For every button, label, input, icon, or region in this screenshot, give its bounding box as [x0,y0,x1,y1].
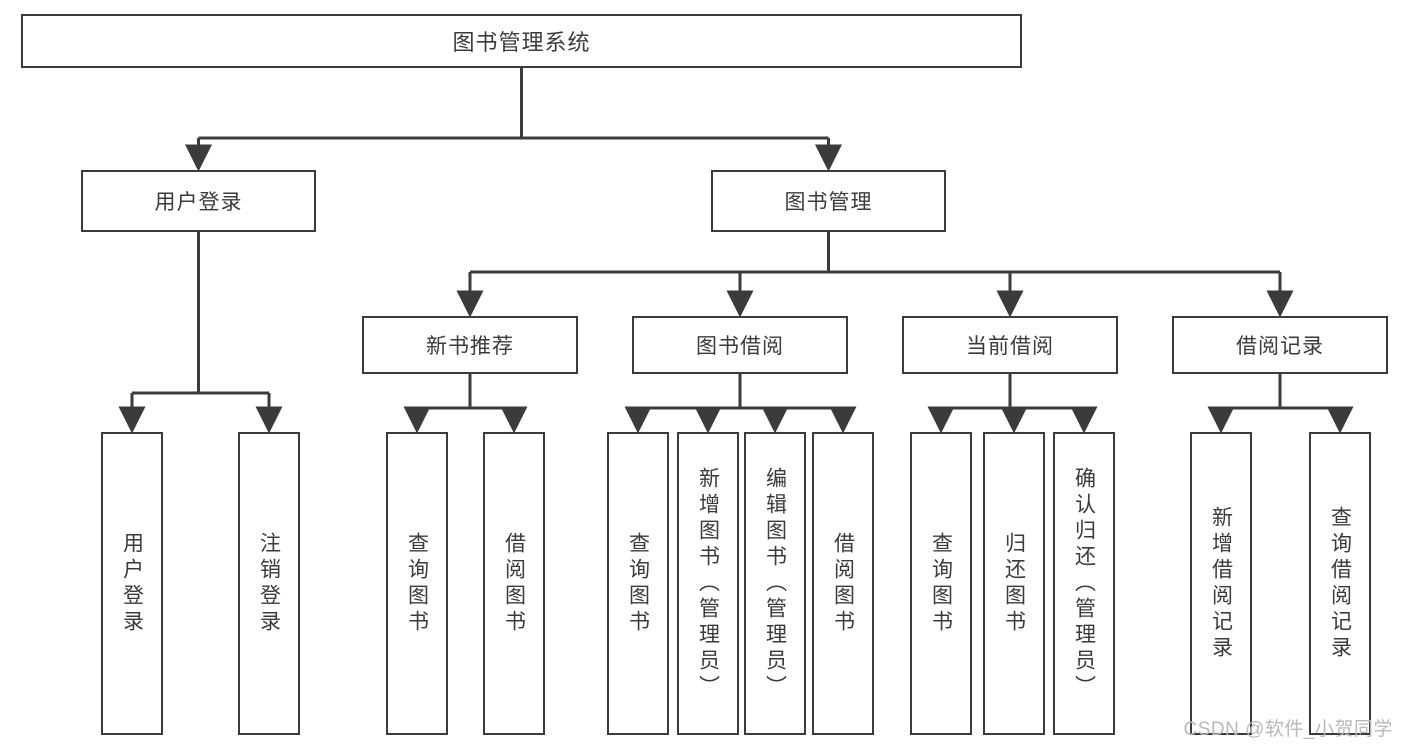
node-leaf-add-book-label: 新增图书（管理员） [696,466,720,701]
node-leaf-query-book-3[interactable]: 查询图书 [910,432,972,735]
node-leaf-confirm-return[interactable]: 确认归还（管理员） [1053,432,1115,735]
node-leaf-query-book-2[interactable]: 查询图书 [607,432,669,735]
node-leaf-query-record[interactable]: 查询借阅记录 [1309,432,1371,735]
node-root[interactable]: 图书管理系统 [21,14,1022,68]
node-new-book-recommend-label: 新书推荐 [426,335,514,358]
node-leaf-edit-book[interactable]: 编辑图书（管理员） [744,432,806,735]
node-leaf-confirm-return-label: 确认归还（管理员） [1072,466,1096,701]
node-leaf-edit-book-label: 编辑图书（管理员） [763,466,787,701]
node-leaf-add-record[interactable]: 新增借阅记录 [1190,432,1252,735]
node-book-borrow[interactable]: 图书借阅 [632,316,848,374]
node-leaf-borrow-book-1[interactable]: 借阅图书 [483,432,545,735]
node-leaf-borrow-book-2-label: 借阅图书 [831,531,855,636]
node-leaf-add-book[interactable]: 新增图书（管理员） [677,432,739,735]
node-leaf-user-login-label: 用户登录 [120,531,144,636]
node-leaf-query-record-label: 查询借阅记录 [1328,505,1352,662]
node-leaf-user-logout-label: 注销登录 [257,531,281,636]
node-root-label: 图书管理系统 [452,30,591,55]
node-leaf-user-login[interactable]: 用户登录 [101,432,163,735]
node-leaf-query-book-1[interactable]: 查询图书 [386,432,448,735]
node-leaf-return-book-label: 归还图书 [1002,531,1026,636]
node-leaf-return-book[interactable]: 归还图书 [983,432,1045,735]
node-leaf-user-logout[interactable]: 注销登录 [238,432,300,735]
node-book-manage-label: 图书管理 [784,191,873,214]
node-current-borrow[interactable]: 当前借阅 [902,316,1118,374]
node-leaf-borrow-book-1-label: 借阅图书 [502,531,526,636]
node-user-login-label: 用户登录 [154,191,243,214]
node-leaf-borrow-book-2[interactable]: 借阅图书 [812,432,874,735]
node-book-borrow-label: 图书借阅 [696,335,784,358]
node-current-borrow-label: 当前借阅 [966,335,1054,358]
node-leaf-query-book-2-label: 查询图书 [626,531,650,636]
node-leaf-query-book-1-label: 查询图书 [405,531,429,636]
node-borrow-record-label: 借阅记录 [1236,335,1324,358]
node-leaf-query-book-3-label: 查询图书 [929,531,953,636]
node-borrow-record[interactable]: 借阅记录 [1172,316,1388,374]
node-user-login[interactable]: 用户登录 [81,170,316,232]
node-book-manage[interactable]: 图书管理 [711,170,946,232]
node-new-book-recommend[interactable]: 新书推荐 [362,316,578,374]
node-leaf-add-record-label: 新增借阅记录 [1209,505,1233,662]
watermark-text: CSDN @软件_小贺同学 [1183,719,1393,740]
